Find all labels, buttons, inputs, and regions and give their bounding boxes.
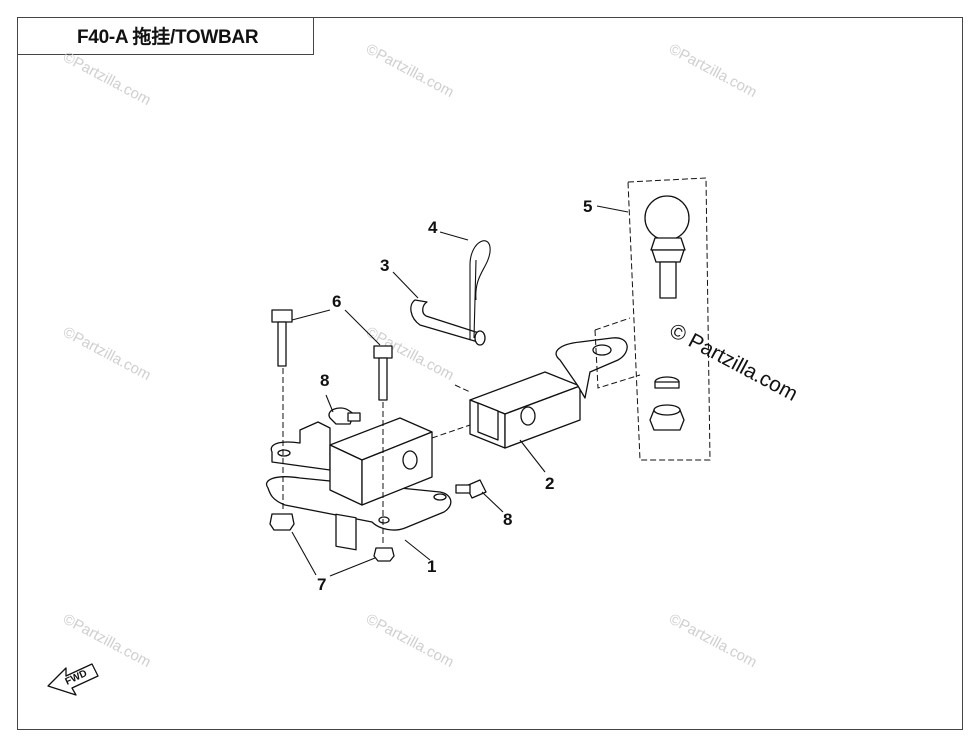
watermark: ©Partzilla.com: [666, 41, 760, 102]
part-7-nuts: [269, 513, 395, 562]
assembly-lines: [282, 368, 471, 546]
part-6-bolts: [271, 309, 393, 401]
callout-7: 7: [317, 575, 326, 594]
part-8-bolts: [328, 407, 487, 499]
watermark: ©Partzilla.com: [60, 324, 154, 385]
watermark: ©Partzilla.com: [60, 611, 154, 672]
watermarks: ©Partzilla.com ©Partzilla.com ©Partzilla…: [60, 41, 760, 672]
callout-4: 4: [428, 218, 438, 237]
callout-3: 3: [380, 256, 389, 275]
fwd-arrow-icon: FWD: [47, 663, 99, 696]
part-3-hitch-pin: [410, 299, 486, 346]
watermark: ©Partzilla.com: [60, 49, 154, 110]
part-4-hitch-clip: [469, 240, 491, 340]
part-1-bracket: [265, 417, 452, 551]
callout-5: 5: [583, 197, 592, 216]
part-2-drawbar: [469, 337, 628, 449]
watermark-large: © Partzilla.com: [666, 319, 802, 406]
diagram-title: F40-A 拖挂/TOWBAR: [17, 17, 314, 55]
callout-8: 8: [320, 371, 329, 390]
callout-6: 6: [332, 292, 341, 311]
callouts: 1 2 3 4 5 6 7 8 8: [317, 197, 592, 594]
part-5-hitch-ball: [594, 177, 711, 461]
callout-1: 1: [427, 557, 436, 576]
watermark: ©Partzilla.com: [363, 41, 457, 102]
diagram-frame: [17, 17, 963, 730]
watermark: ©Partzilla.com: [363, 611, 457, 672]
callout-8b: 8: [503, 510, 512, 529]
callout-2: 2: [545, 474, 554, 493]
watermark: ©Partzilla.com: [666, 611, 760, 672]
leader-lines: [291, 205, 629, 577]
